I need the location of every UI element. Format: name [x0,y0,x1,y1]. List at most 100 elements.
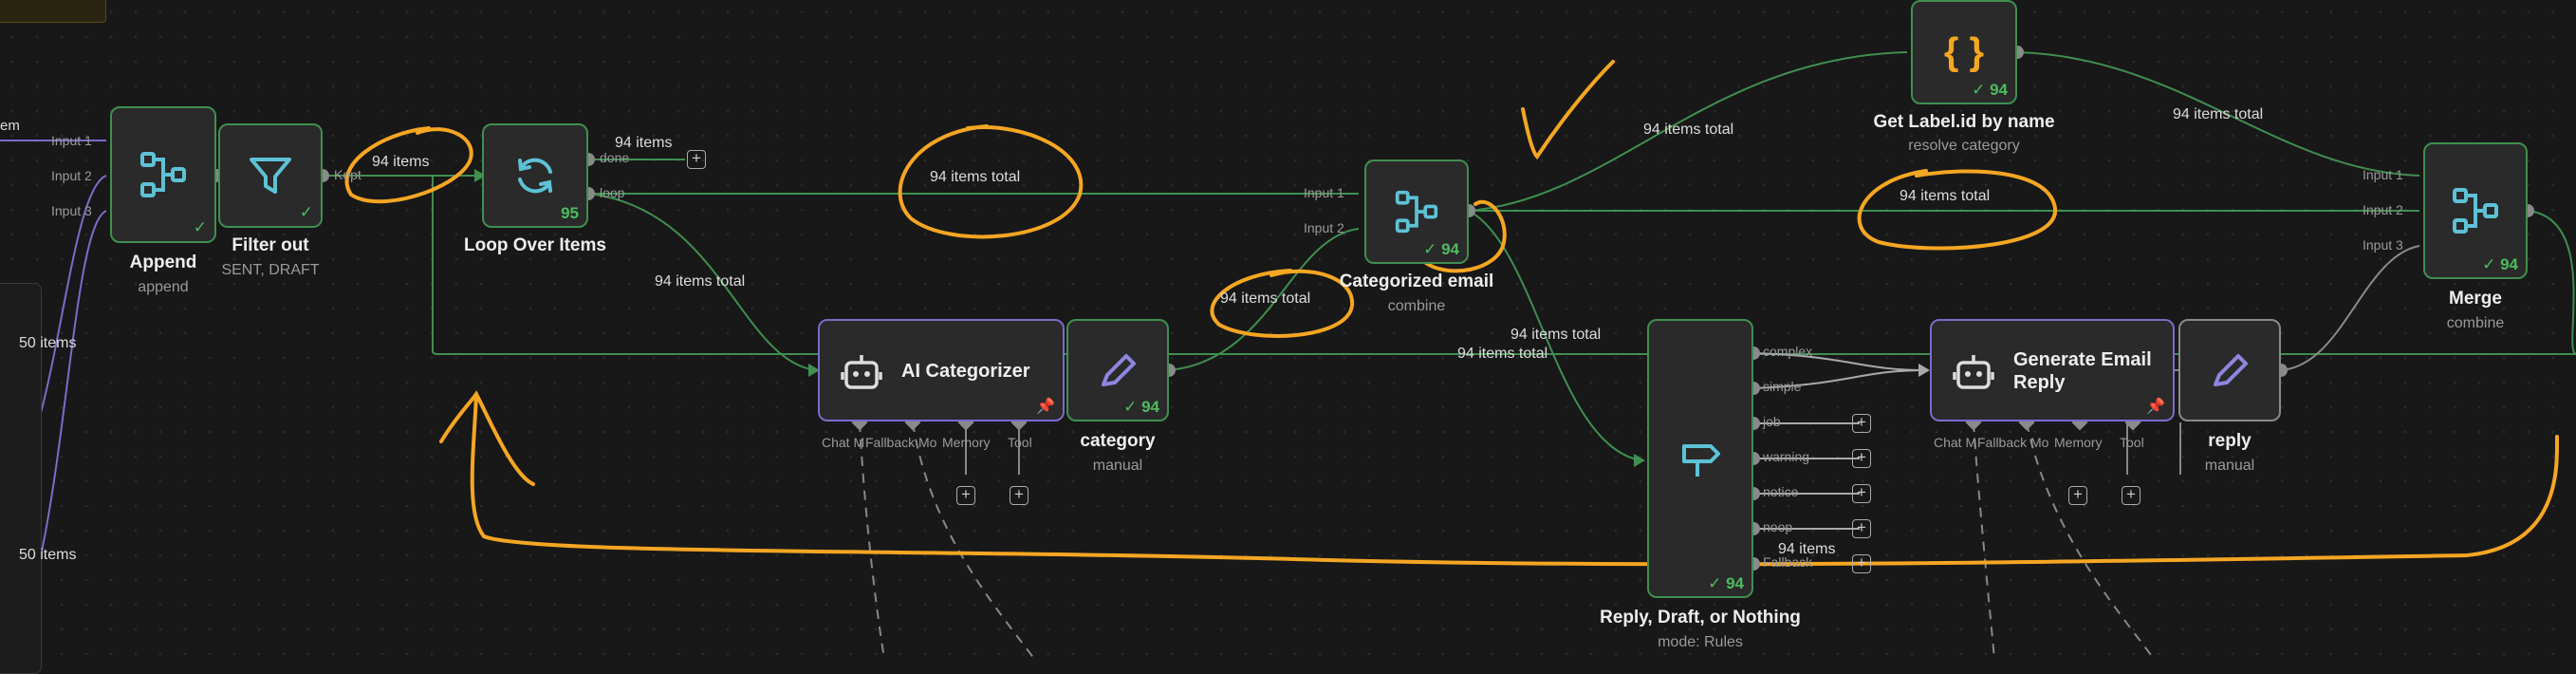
pin-icon[interactable]: 📌 [1036,399,1055,415]
annotation-circle-filter-loop [344,126,473,204]
append-node[interactable]: ✓ [110,106,216,243]
add-tool-button[interactable]: + [1010,486,1029,505]
add-warning-button[interactable]: + [1852,449,1871,468]
ai-port-tool: Tool [1008,435,1032,450]
annotation-circle-items-total-1 [898,124,1084,239]
signpost-icon [1682,444,1720,477]
merge-icon [2453,188,2498,234]
ai-port-memory: Memory [942,435,991,450]
edge-label-loopback: 94 items total [1457,346,1548,362]
edge-loop-ai[interactable] [587,193,817,371]
edge-merge-out[interactable] [2527,210,2576,355]
pencil-icon [1102,354,1136,386]
category-title: category [1080,431,1156,451]
reply-title: reply [2208,431,2252,451]
edge-label-router-fallback: 94 items [1778,541,1836,557]
add-done-button[interactable]: + [687,150,706,169]
filter-subtitle: SENT, DRAFT [221,262,320,278]
edge-reply-merge[interactable] [2280,245,2420,371]
edge-label-loop-categorized: 94 items total [930,169,1021,185]
pin-icon[interactable]: 📌 [2146,399,2165,415]
append-subtitle: append [138,279,189,295]
filter-node[interactable]: ✓ [218,123,323,228]
add-tool-button[interactable]: + [2122,486,2140,505]
edge-label-cat-getlabel: 94 items total [1643,122,1734,138]
categorized-input2-label: Input 2 [1304,220,1344,235]
get-label-subtitle: resolve category [1908,138,2020,154]
edge-label-cat-router: 94 items total [1510,327,1602,343]
robot-icon [841,355,882,389]
router-port-noop: noop [1763,519,1793,534]
add-notice-button[interactable]: + [1852,484,1871,503]
edge-label-getlabel-merge: 94 items total [2173,106,2264,122]
gen-port-fallback: Fallback Mo [1977,435,2049,450]
top-left-sticky[interactable] [0,0,106,23]
loop-node[interactable]: 95 [482,123,588,228]
edge-cat-getlabel[interactable] [1468,51,1908,212]
merge-input1-label: Input 1 [2363,167,2403,182]
add-job-button[interactable]: + [1852,414,1871,433]
annotation-circle-items-total-3 [1857,169,2058,251]
loop-count: 95 [561,204,579,222]
add-memory-button[interactable]: + [2068,486,2087,505]
filter-kept-label: Kept [334,167,361,182]
add-noop-button[interactable]: + [1852,519,1871,538]
add-fallback-button[interactable]: + [1852,554,1871,573]
edge-cat-router[interactable] [1468,210,1642,461]
merge-title: Merge [2449,289,2502,309]
router-port-job: job [1763,414,1781,429]
router-port-fallback: Fallback [1763,554,1813,570]
annotation-circle-items-total-2 [1210,269,1355,338]
robot-icon [1953,355,1994,389]
annotation-up-arrow [439,390,2560,567]
edge-getlabel-merge[interactable] [2016,51,2420,177]
add-memory-button[interactable]: + [956,486,975,505]
router-subtitle: mode: Rules [1658,634,1743,650]
categorized-input1-label: Input 1 [1304,185,1344,200]
append-input2-label: Input 2 [51,168,92,183]
merge-icon [140,152,186,197]
edge-label-filter-loop: 94 items [372,154,430,170]
router-count: ✓ 94 [1708,574,1744,592]
router-port-warning: warning [1763,449,1810,464]
category-count: ✓ 94 [1123,398,1159,416]
get-label-node[interactable]: { } ✓ 94 [1911,0,2017,104]
success-check-icon: ✓ [299,203,313,221]
edge-simple-gen[interactable] [1752,369,1927,389]
left-panel-node[interactable] [0,283,42,674]
categorized-count: ✓ 94 [1423,240,1459,258]
gen-port-tool: Tool [2120,435,2144,450]
edge-label-category-categorized: 94 items total [1220,290,1311,307]
edge-label-loop-done: 94 items [615,135,673,151]
left-item-label: em [0,118,20,134]
edge-label-cat-merge: 94 items total [1900,188,1991,204]
filter-icon [250,158,291,194]
categorized-email-node[interactable]: ✓ 94 [1364,159,1469,264]
edge-label-50-items-a: 50 items [19,335,77,351]
category-subtitle: manual [1092,458,1143,474]
gen-reply-title-2: Reply [2013,372,2066,393]
loop-title: Loop Over Items [464,235,606,255]
merge-input3-label: Input 3 [2363,237,2403,253]
reply-node[interactable] [2178,319,2281,421]
ai-port-chat: Chat M [822,435,865,450]
append-title: Append [129,253,197,272]
generate-email-reply-node[interactable]: Generate Email Reply 📌 [1930,319,2175,421]
router-port-simple: simple [1763,379,1802,394]
get-label-count: ✓ 94 [1972,81,2008,99]
ai-categorizer-node[interactable]: AI Categorizer 📌 [818,319,1065,421]
edge-filter-loopback[interactable] [432,176,2576,355]
edge-category-categorized[interactable] [1168,228,1360,371]
router-node[interactable]: ✓ 94 [1647,319,1753,598]
loop-loop-label: loop [600,185,625,200]
categorized-title: Categorized email [1339,271,1494,291]
router-title: Reply, Draft, or Nothing [1600,608,1801,627]
append-input3-label: Input 3 [51,203,92,218]
merge-node[interactable]: ✓ 94 [2423,142,2528,279]
merge-icon [1395,190,1438,234]
edge-label-50-items-b: 50 items [19,547,77,563]
dashed-line-chat-1 [859,421,885,659]
edge-complex-gen[interactable] [1752,352,1927,371]
workflow-canvas[interactable] [0,0,2576,659]
category-node[interactable]: ✓ 94 [1066,319,1169,421]
